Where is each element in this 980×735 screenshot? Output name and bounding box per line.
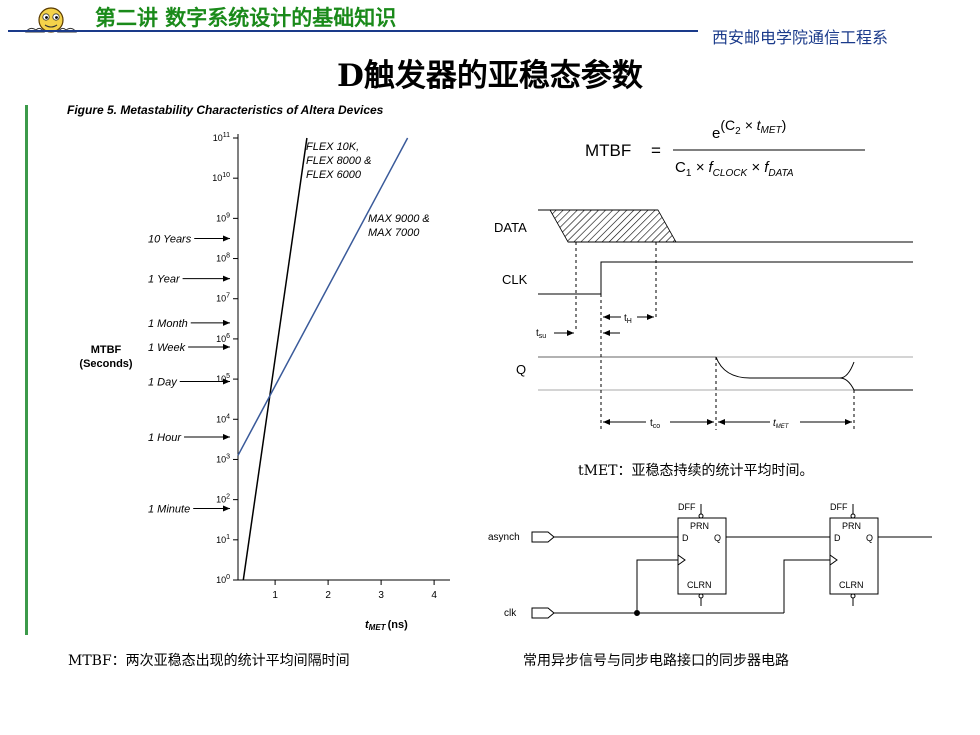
signal-data-label: DATA (494, 220, 527, 235)
slide-title: D触发器的亚稳态参数 (337, 58, 643, 94)
ff2-label: DFF (830, 502, 848, 512)
x-axis-label: tMET(ns) (365, 619, 408, 632)
ff2-q: Q (866, 533, 873, 543)
annotation-flex-line1: FLEX 10K, (306, 141, 359, 153)
y-tick-label: 102 (216, 494, 230, 505)
ff2-box (829, 517, 879, 595)
reference-label: 1 Hour (148, 432, 182, 444)
tsu-label: tsu (536, 328, 546, 340)
header-organization: 西安邮电学院通信工程系 (712, 28, 889, 47)
mtbf-caption: MTBF：两次亚稳态出现的统计平均间隔时间 (68, 653, 350, 669)
ff1-clrn: CLRN (687, 580, 712, 590)
circuit-caption: 常用异步信号与同步电路接口的同步器电路 (523, 653, 789, 669)
y-tick-label: 100 (216, 574, 230, 585)
formula-equals: = (651, 141, 661, 160)
tmet-label: tMET (773, 418, 790, 430)
x-tick-label: 4 (431, 590, 437, 601)
formula-numerator: e(C2 × tMET) (712, 117, 786, 142)
formula-denominator: C1 × fCLOCK × fDATA (675, 159, 794, 179)
tmet-caption: tMET：亚稳态持续的统计平均时间。 (578, 463, 814, 479)
ff1-d: D (682, 533, 689, 543)
y-axis-label-line2: (Seconds) (79, 358, 133, 370)
annotation-max-line2: MAX 7000 (368, 227, 420, 239)
y-tick-label: 1011 (213, 132, 230, 143)
reference-label: 1 Minute (148, 503, 190, 515)
x-tick-label: 3 (378, 590, 384, 601)
signal-clk-label: CLK (502, 272, 528, 287)
clk-label: clk (504, 608, 517, 619)
header-title: 第二讲 数字系统设计的基础知识 (95, 6, 397, 30)
mtbf-chart: 100 101 102 103 104 105 106 107 108 109 1010 1011 1… (79, 132, 450, 632)
y-tick-label: 103 (216, 453, 230, 464)
ff2-prn: PRN (842, 521, 861, 531)
y-axis-label-line1: MTBF (91, 344, 122, 356)
ff1-prn: PRN (690, 521, 709, 531)
timing-diagram: DATA CLK Q tH tsu tco tMET (494, 209, 913, 430)
clk-port (531, 607, 555, 619)
ff2-clrn: CLRN (839, 580, 864, 590)
series-line (242, 137, 308, 581)
y-tick-label: 1010 (212, 172, 230, 183)
q-metastable-waveform (715, 356, 855, 391)
asynch-port (531, 531, 555, 543)
y-tick-label: 109 (216, 212, 230, 223)
left-accent-bar (25, 105, 28, 635)
annotation-flex-line3: FLEX 6000 (306, 169, 362, 181)
y-tick-label: 107 (216, 293, 230, 304)
formula-lhs: MTBF (585, 141, 631, 160)
clk-waveform (538, 261, 913, 295)
signal-q-label: Q (516, 362, 526, 377)
ff2-d: D (834, 533, 841, 543)
series-line (237, 137, 409, 456)
ff1-box (677, 517, 727, 595)
reference-label: 1 Year (148, 274, 181, 286)
x-tick-label: 1 (272, 590, 278, 601)
mtbf-formula: MTBF = e(C2 × tMET) C1 × fCLOCK × fDATA (585, 117, 865, 179)
y-tick-label: 104 (216, 413, 230, 424)
reference-label: 1 Month (148, 318, 188, 330)
synchronizer-circuit: asynch clk DFF PRN D Q CLRN DFF PRN D Q … (488, 502, 932, 619)
figure-title: Figure 5. Metastability Characteristics … (67, 103, 384, 117)
tco-label: tco (650, 418, 660, 430)
y-tick-label: 101 (216, 534, 230, 545)
data-transition-hatch (549, 209, 677, 243)
header-divider (8, 30, 698, 32)
y-tick-label: 108 (216, 253, 230, 264)
asynch-label: asynch (488, 532, 520, 543)
annotation-flex-line2: FLEX 8000 & (306, 155, 371, 167)
reference-label: 10 Years (148, 233, 192, 245)
reference-label: 1 Week (148, 342, 186, 354)
reference-label: 1 Day (148, 377, 178, 389)
ff1-label: DFF (678, 502, 696, 512)
x-tick-label: 2 (325, 590, 331, 601)
ff1-q: Q (714, 533, 721, 543)
annotation-max-line1: MAX 9000 & (368, 213, 430, 225)
mascot-icon (25, 7, 77, 33)
y-tick-label: 106 (216, 333, 230, 344)
th-label: tH (624, 313, 632, 325)
y-tick-label: 105 (216, 373, 230, 384)
